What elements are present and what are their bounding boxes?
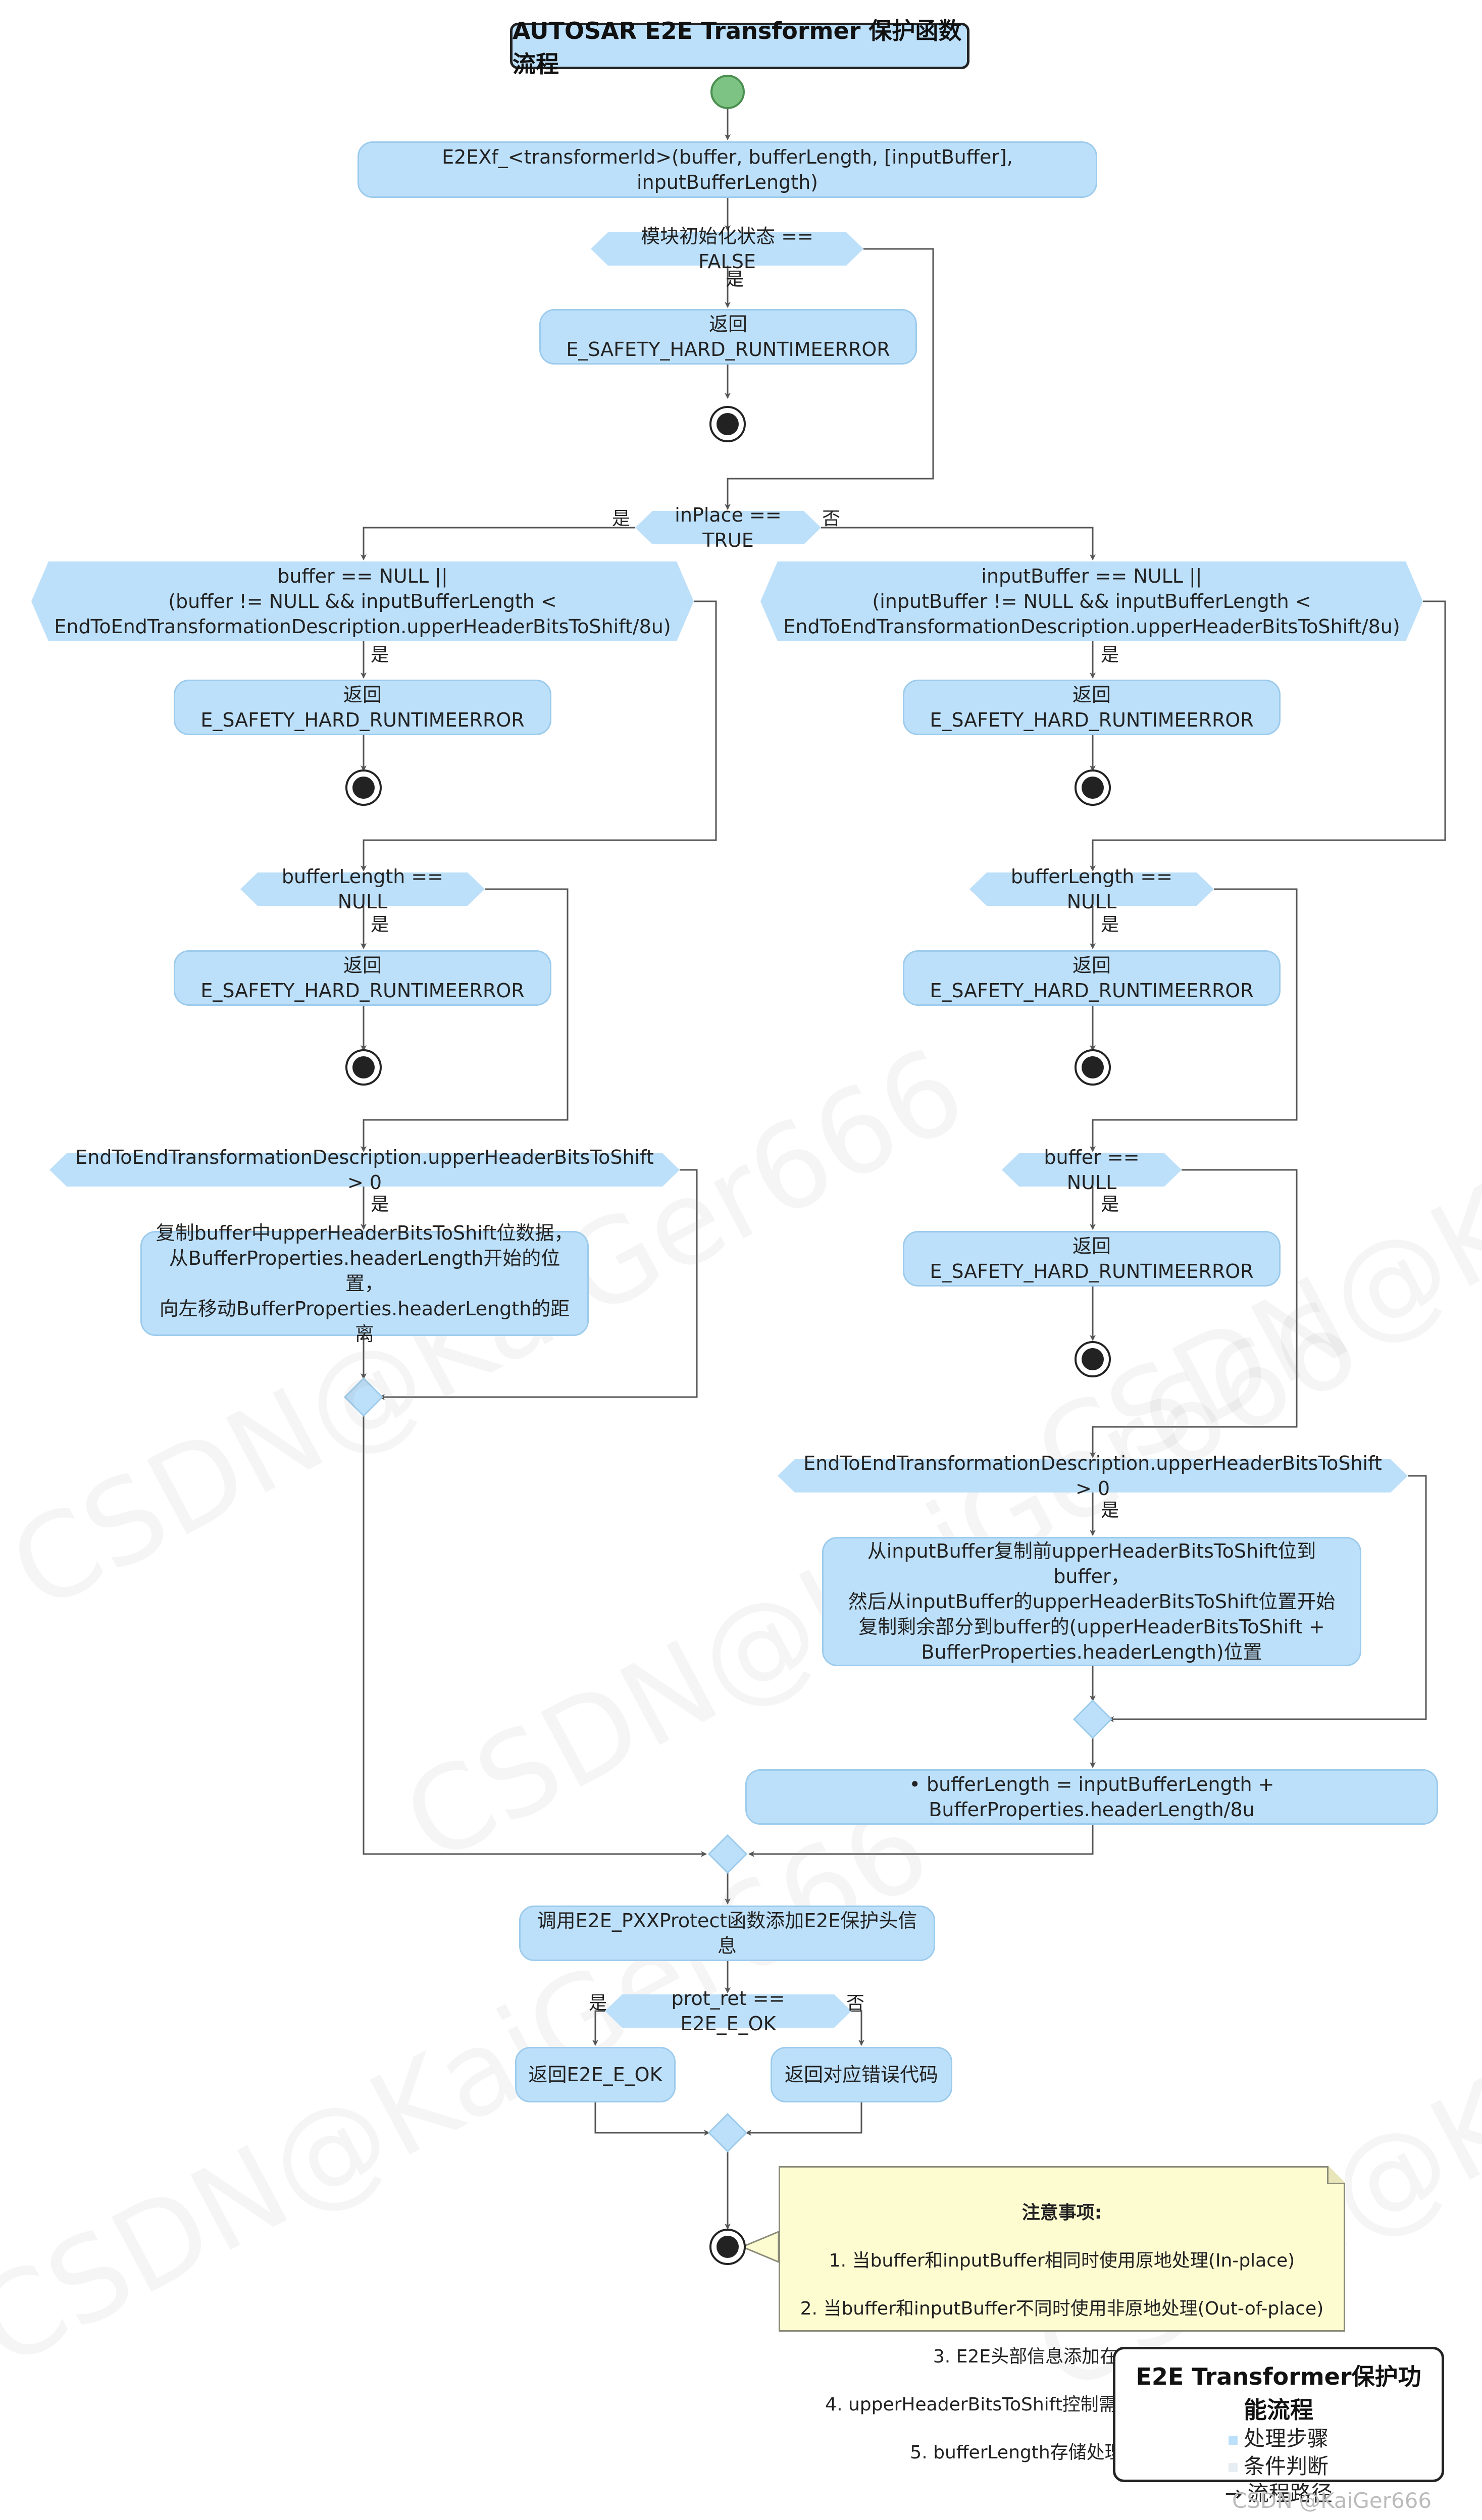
legend-box: E2E Transformer保护功能流程 处理步骤 条件判断 →流程路径 [1113, 2347, 1444, 2506]
end-node-dot-icon [717, 2236, 739, 2258]
merge-node-icon [1072, 1699, 1113, 1739]
end-node-dot-icon [1082, 1056, 1104, 1078]
flow-connector [1090, 600, 1446, 871]
return-e2e-ok: 返回E2E_E_OK [515, 2047, 676, 2102]
flow-connector [748, 1825, 1094, 1857]
yes-label: 是 [371, 914, 389, 935]
return-error-bufferlength-right: 返回E_SAFETY_HARD_RUNTIMEERROR [903, 950, 1281, 1006]
yes-label: 是 [371, 1194, 389, 1215]
no-label: 否 [822, 508, 841, 529]
flow-connector [851, 2010, 864, 2046]
yes-label: 是 [726, 269, 744, 290]
no-label: 否 [846, 1993, 865, 2014]
notes-title: 注意事项: [1021, 2202, 1102, 2223]
return-error-code: 返回对应错误代码 [771, 2047, 952, 2102]
flow-connector [363, 1416, 707, 1857]
yes-label: 是 [1101, 914, 1119, 935]
diagram-title: AUTOSAR E2E Transformer 保护函数流程 [510, 17, 969, 78]
merge-node-icon [707, 2113, 748, 2153]
decision-shift-right: EndToEndTransformationDescription.upperH… [778, 1452, 1408, 1500]
decision-swatch-icon [1228, 2463, 1238, 2473]
decision-buffer-null-right: buffer == NULL [1002, 1146, 1182, 1194]
arrow-icon: → [1224, 2481, 1243, 2506]
flow-connector [592, 2010, 605, 2046]
end-node-dot-icon [1082, 1348, 1104, 1370]
yes-label: 是 [371, 645, 389, 665]
yes-label: 是 [1101, 1194, 1119, 1215]
flow-connector [725, 248, 934, 510]
legend-title: E2E Transformer保护功能流程 [1136, 2363, 1421, 2424]
end-node-dot-icon [352, 777, 375, 799]
start-node-icon [710, 75, 745, 109]
yes-label: 是 [589, 1993, 607, 2014]
notes-box: 注意事项: 1. 当buffer和inputBuffer相同时使用原地处理(In… [779, 2166, 1345, 2463]
flow-connector [379, 1169, 698, 1400]
decision-bufferlength-right: bufferLength == NULL [969, 865, 1214, 913]
flow-connector [1090, 1169, 1298, 1458]
process-swatch-icon [1228, 2435, 1238, 2445]
flow-connector [821, 527, 1096, 560]
return-error-inputbuffer: 返回E_SAFETY_HARD_RUNTIMEERROR [903, 680, 1281, 735]
copy-buffer-inplace: 复制buffer中upperHeaderBitsToShift位数据， 从Buf… [140, 1222, 589, 1345]
note-line: 2. 当buffer和inputBuffer不同时使用非原地处理(Out-of-… [800, 2298, 1324, 2319]
end-node-dot-icon [717, 413, 739, 435]
compute-bufferlength: • bufferLength = inputBufferLength + Buf… [745, 1769, 1438, 1825]
legend-item-process: 处理步骤 [1126, 2425, 1432, 2453]
copy-inputbuffer-outofplace: 从inputBuffer复制前upperHeaderBitsToShift位到b… [822, 1537, 1361, 1666]
yes-label: 是 [612, 508, 631, 529]
flow-connector [361, 527, 635, 560]
flow-connector [361, 600, 717, 871]
flow-connector [361, 888, 569, 1152]
return-error-bufferlength-left: 返回E_SAFETY_HARD_RUNTIMEERROR [174, 950, 551, 1006]
note-line: 1. 当buffer和inputBuffer相同时使用原地处理(In-place… [829, 2250, 1295, 2271]
decision-buffer-null: buffer == NULL || (buffer != NULL && inp… [31, 561, 694, 641]
call-transformer-action: E2EXf_<transformerId>(buffer, bufferLeng… [357, 141, 1097, 198]
flow-connector [594, 2102, 710, 2136]
decision-prot-ret: prot_ret == E2E_E_OK [605, 1987, 851, 2035]
merge-node-icon [343, 1377, 384, 1417]
decision-shift-left: EndToEndTransformationDescription.upperH… [49, 1146, 680, 1194]
return-error-init: 返回E_SAFETY_HARD_RUNTIMEERROR [539, 309, 917, 365]
flow-connector [1090, 888, 1298, 1152]
end-node-dot-icon [1082, 777, 1104, 799]
return-error-buffer-right: 返回E_SAFETY_HARD_RUNTIMEERROR [903, 1231, 1281, 1287]
merge-node-icon [707, 1834, 748, 1874]
legend-item-decision: 条件判断 [1126, 2453, 1432, 2481]
flow-connector [1108, 1475, 1427, 1722]
flow-connector [745, 2102, 862, 2136]
legend-item-path: →流程路径 [1224, 2481, 1333, 2506]
decision-bufferlength-left: bufferLength == NULL [240, 865, 485, 913]
call-protect-function: 调用E2E_PXXProtect函数添加E2E保护头信息 [519, 1906, 935, 1961]
decision-inputbuffer-null: inputBuffer == NULL || (inputBuffer != N… [760, 561, 1423, 641]
yes-label: 是 [1101, 1500, 1119, 1521]
decision-inplace: inPlace == TRUE [635, 504, 821, 551]
decision-init-state: 模块初始化状态 == FALSE [591, 225, 863, 273]
end-node-dot-icon [352, 1056, 375, 1078]
return-error-buffer: 返回E_SAFETY_HARD_RUNTIMEERROR [174, 680, 551, 735]
credit-text: CSDN @KaiGer666 [1232, 2488, 1432, 2513]
yes-label: 是 [1101, 645, 1119, 665]
